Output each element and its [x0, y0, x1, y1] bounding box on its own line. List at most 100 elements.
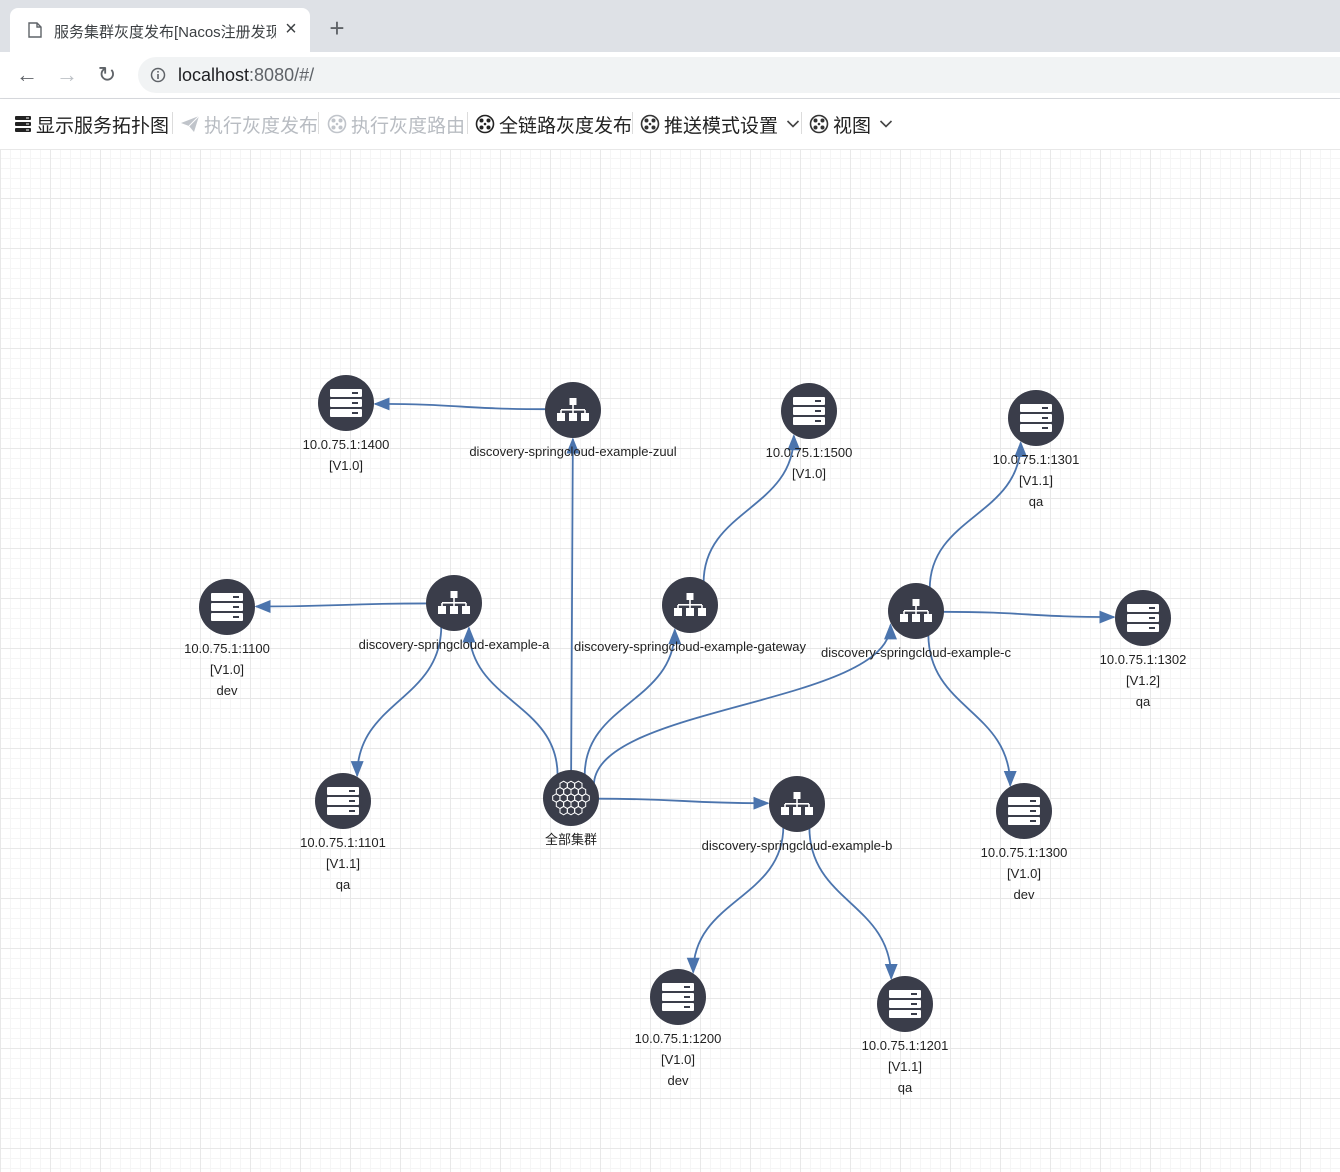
cluster-hexagon-icon [552, 780, 590, 816]
node-label: [V1.2] [1126, 673, 1160, 688]
node-label: 10.0.75.1:1301 [993, 452, 1080, 467]
service-node[interactable]: discovery-springcloud-example-a [359, 575, 551, 652]
server-icon [1127, 604, 1159, 632]
toolbar-label: 显示服务拓扑图 [36, 115, 170, 137]
node-label: [V1.0] [210, 662, 244, 677]
node-label: [V1.0] [661, 1052, 695, 1067]
network-icon [640, 114, 660, 134]
instance-node[interactable]: 10.0.75.1:1300[V1.0]dev [981, 783, 1068, 902]
gray-route-button[interactable]: 执行灰度路由 [327, 99, 465, 149]
toolbar-divider [172, 112, 173, 134]
node-circle[interactable] [543, 770, 599, 826]
sitemap-icon [781, 792, 813, 815]
server-icon [1020, 404, 1052, 432]
app-toolbar: 显示服务拓扑图 执行灰度发布 执行灰度路由 全链路灰度发布 [0, 99, 1340, 150]
browser-tab-strip: 服务集群灰度发布[Nacos注册发现] × + [0, 0, 1340, 52]
node-label: [V1.1] [888, 1059, 922, 1074]
node-label: 10.0.75.1:1302 [1100, 652, 1187, 667]
full-link-gray-button[interactable]: 全链路灰度发布 [475, 99, 632, 149]
node-label: 全部集群 [545, 832, 597, 847]
edge-root-svc_b [596, 796, 770, 810]
node-label: qa [1029, 494, 1044, 509]
toolbar-label: 全链路灰度发布 [499, 115, 633, 137]
tab-title: 服务集群灰度发布[Nacos注册发现] [54, 24, 276, 41]
network-icon [327, 114, 347, 134]
node-label: discovery-springcloud-example-b [702, 838, 893, 853]
node-label: qa [336, 877, 351, 892]
server-icon [889, 990, 921, 1018]
reload-button[interactable]: ↻ [97, 62, 117, 87]
toolbar-divider [467, 112, 468, 134]
edge-zuul-i1400 [373, 397, 548, 411]
node-label: 10.0.75.1:1101 [300, 835, 386, 850]
instance-node[interactable]: 10.0.75.1:1100[V1.0]dev [184, 579, 270, 698]
view-dropdown[interactable]: 视图 [809, 99, 893, 149]
toolbar-label: 执行灰度发布 [204, 115, 319, 137]
server-icon [330, 389, 362, 417]
info-icon[interactable] [150, 67, 166, 83]
address-bar[interactable]: localhost:8080/#/ [138, 57, 1340, 93]
new-tab-button[interactable]: + [329, 13, 345, 43]
topology-graph[interactable]: 全部集群 discovery-springcloud-example-zuul di… [0, 150, 1340, 1172]
show-topology-button[interactable]: 显示服务拓扑图 [14, 99, 169, 149]
server-icon [211, 593, 243, 621]
topology-canvas[interactable]: 全部集群 discovery-springcloud-example-zuul di… [0, 150, 1340, 1172]
service-node[interactable]: discovery-springcloud-example-zuul [469, 382, 677, 459]
node-label: qa [898, 1080, 913, 1095]
gray-release-button[interactable]: 执行灰度发布 [180, 99, 318, 149]
instance-node[interactable]: 10.0.75.1:1200 [V1.0] dev [635, 969, 722, 1088]
edge-svc_c-i1300 [927, 633, 1017, 788]
server-icon [793, 397, 825, 425]
instance-node[interactable]: 10.0.75.1:1201[V1.1]qa [862, 976, 949, 1095]
service-node[interactable]: discovery-springcloud-example-gateway [574, 577, 806, 654]
edge-svc_b-i1201 [808, 826, 898, 981]
node-label: [V1.0] [1007, 866, 1041, 881]
back-button[interactable]: ← [16, 62, 38, 87]
node-label: 10.0.75.1:1300 [981, 845, 1068, 860]
tab-close-icon[interactable]: × [285, 18, 297, 40]
node-label: discovery-springcloud-example-gateway [574, 639, 806, 654]
server-icon [662, 983, 694, 1011]
instance-node[interactable]: 10.0.75.1:1101 [V1.1] qa [300, 773, 386, 892]
sitemap-icon [557, 398, 589, 421]
instance-node[interactable]: 10.0.75.1:1301[V1.1]qa [993, 390, 1080, 509]
edge-root-zuul [566, 437, 580, 773]
toolbar-divider [632, 112, 633, 134]
sitemap-icon [674, 593, 706, 616]
toolbar-label: 推送模式设置 [664, 115, 779, 137]
edge-svc_b-i1200 [686, 826, 785, 974]
url-path: :8080/#/ [249, 65, 315, 85]
push-mode-dropdown[interactable]: 推送模式设置 [640, 99, 800, 149]
network-icon [475, 114, 495, 134]
node-label: 10.0.75.1:1100 [184, 641, 270, 656]
server-icon [327, 787, 359, 815]
sitemap-icon [438, 591, 470, 614]
server-stack-icon [15, 116, 31, 132]
edge-layer [254, 397, 1116, 981]
edge-svc_a-i1101 [350, 625, 443, 778]
toolbar-divider [318, 112, 319, 134]
node-label: 10.0.75.1:1200 [635, 1031, 722, 1046]
edge-root-gateway [583, 628, 682, 776]
sitemap-icon [900, 599, 932, 622]
browser-tab[interactable]: 服务集群灰度发布[Nacos注册发现] × [10, 8, 310, 52]
toolbar-label: 执行灰度路由 [351, 115, 466, 137]
node-label: [V1.1] [326, 856, 360, 871]
instance-node[interactable]: 10.0.75.1:1400[V1.0] [303, 375, 390, 473]
node-layer: 全部集群 discovery-springcloud-example-zuul di… [184, 375, 1186, 1095]
service-node[interactable]: discovery-springcloud-example-c [821, 583, 1012, 660]
forward-button[interactable]: → [56, 62, 78, 87]
edge-gateway-i1500 [702, 434, 801, 583]
url-host: localhost [178, 65, 250, 85]
node-label: discovery-springcloud-example-a [359, 637, 551, 652]
toolbar-label: 视图 [833, 115, 872, 137]
node-label: dev [668, 1073, 689, 1088]
instance-node[interactable]: 10.0.75.1:1302[V1.2]qa [1100, 590, 1187, 709]
instance-node[interactable]: 10.0.75.1:1500[V1.0] [766, 383, 853, 481]
edge-svc_a-i1100 [254, 600, 429, 613]
cluster-node[interactable]: 全部集群 [543, 770, 599, 847]
url-text: localhost:8080/#/ [178, 65, 314, 86]
node-label: [V1.0] [792, 466, 826, 481]
edge-svc_c-i1302 [941, 610, 1116, 624]
service-node[interactable]: discovery-springcloud-example-b [702, 776, 893, 853]
